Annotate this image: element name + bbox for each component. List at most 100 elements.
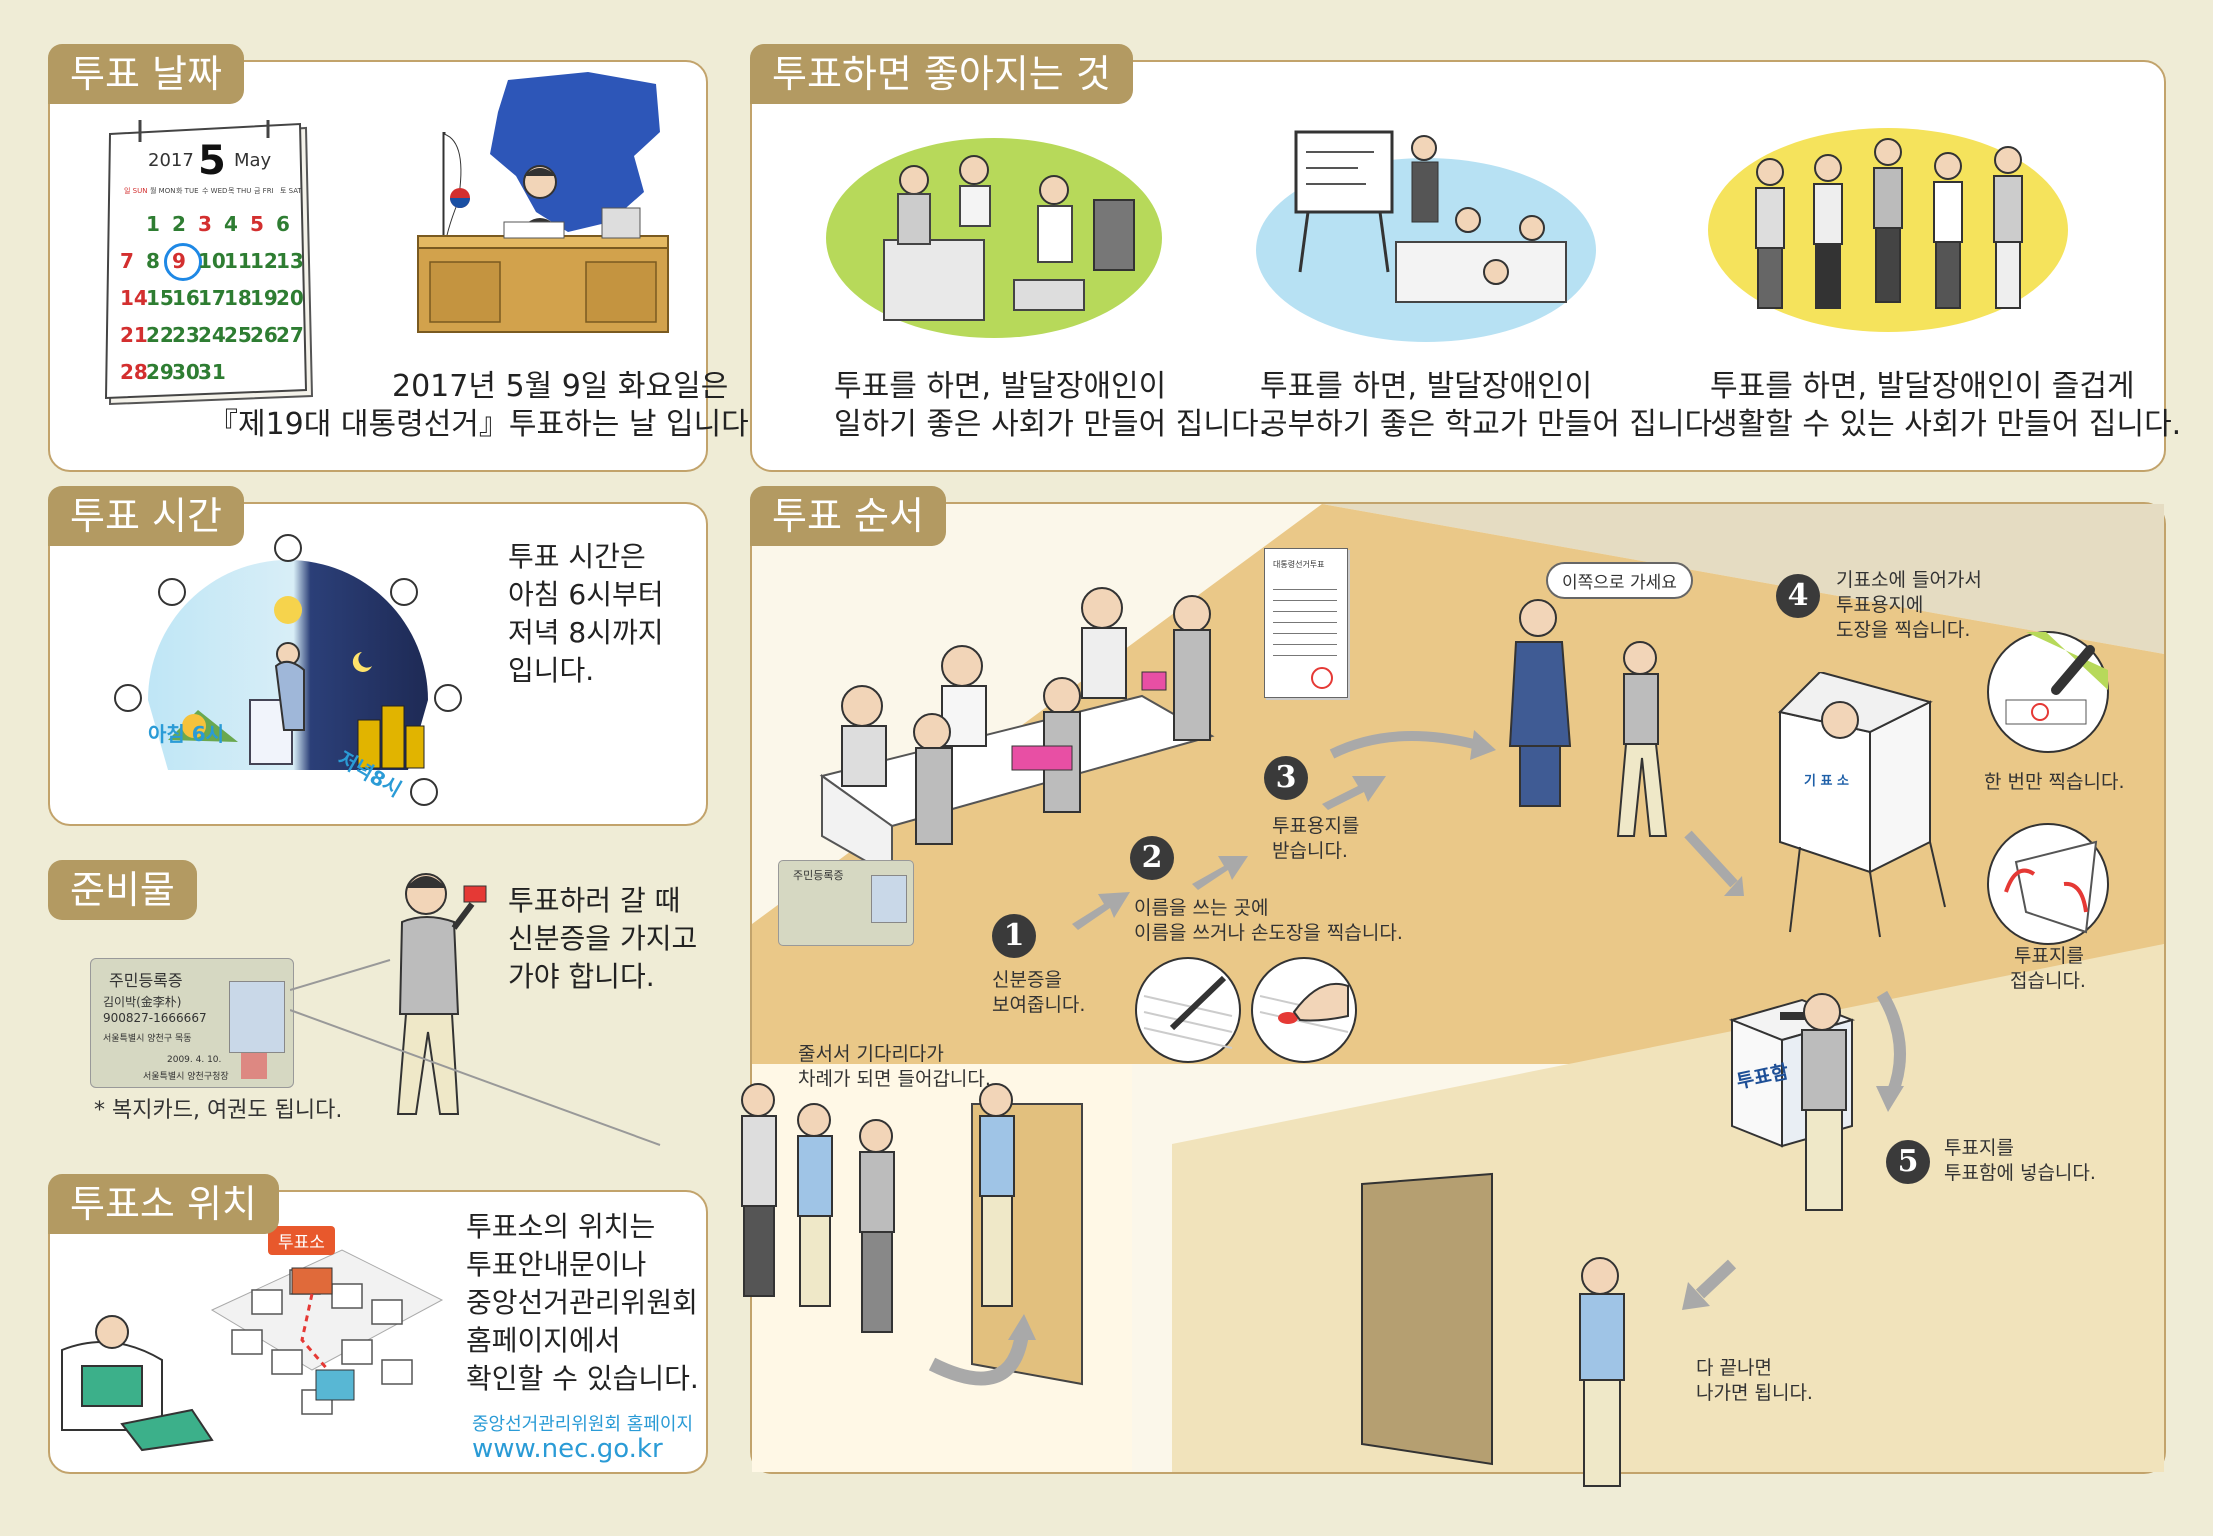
voter-at-box-illustration: [1801, 993, 1847, 1211]
exit-line-1: 다 끝나면: [1696, 1357, 1772, 1379]
calendar-day: 23: [172, 323, 200, 347]
id-card-name: 김이박(金李朴): [103, 995, 182, 1009]
step-4-line-2: 투표용지에: [1836, 594, 1924, 616]
booth-label: 기 표 소: [1804, 774, 1849, 789]
order-room-background: [752, 504, 2164, 1472]
benefit-2-line1: 투표를 하면, 발달장애인이: [1260, 369, 1593, 404]
calendar-weekday: 일 SUN: [124, 187, 148, 195]
step-1-line-2: 보여줍니다.: [992, 994, 1086, 1016]
step-4-line-3: 도장을 찍습니다.: [1836, 619, 1971, 641]
benefit-1-line2: 일하기 좋은 사회가 만들어 집니다.: [834, 407, 1269, 442]
calendar-day: 10: [198, 249, 226, 273]
calendar-weekday: 월 MON: [150, 187, 176, 195]
work-illustration: [826, 138, 1162, 338]
calendar-weekday: 수 WED: [202, 187, 228, 195]
calendar-month: 5: [198, 138, 226, 184]
ballot-seal: [1311, 667, 1333, 689]
id-card-title: 주민등록증: [109, 971, 183, 990]
reader-illustration: [61, 1315, 214, 1452]
step-5-badge: 5: [1886, 1140, 1930, 1184]
id-card-order-photo: [871, 875, 907, 923]
calendar-day: 13: [276, 249, 304, 273]
calendar-illustration: [104, 120, 314, 406]
guide-illustration: [1508, 599, 1668, 837]
calendar-day: 17: [198, 286, 226, 310]
ballot-sheet: 대통령선거투표: [1264, 548, 1348, 698]
exit-person-illustration: [1579, 1257, 1625, 1487]
calendar-weekday: 화 TUE: [176, 187, 199, 195]
loc-line-3: 중앙선거관리위원회: [466, 1286, 698, 1319]
calendar-day: 18: [224, 286, 252, 310]
loc-line-4: 홈페이지에서: [466, 1324, 621, 1357]
step-3-line-2: 받습니다.: [1272, 840, 1348, 862]
id-card-seal: [241, 1053, 267, 1079]
calendar-day: 16: [172, 286, 200, 310]
person-with-id-illustration: [396, 873, 487, 1115]
queue-line-1: 줄서서 기다리다가: [798, 1043, 944, 1065]
calendar-day: 26: [250, 323, 278, 347]
prep-line-3: 가야 합니다.: [508, 960, 655, 993]
exit-line-2: 나가면 됩니다.: [1696, 1382, 1813, 1404]
id-card-number: 900827-1666667: [103, 1011, 207, 1025]
flow-arrows: [928, 730, 1906, 1386]
voting-booth-illustration: [1778, 672, 1946, 938]
calendar-weekday: 금 FRI: [254, 187, 274, 195]
prep-note: * 복지카드, 여권도 됩니다.: [94, 1098, 343, 1123]
queue-line-2: 차례가 되면 들어갑니다.: [798, 1068, 991, 1090]
calendar-year: 2017: [148, 150, 194, 171]
thumbprint-circle: [1251, 957, 1357, 1063]
calendar-day: 22: [146, 323, 174, 347]
fold-ballot-circle: [1987, 823, 2109, 945]
speech-bubble: 이쪽으로 가세요: [1546, 562, 1693, 599]
life-illustration: [1708, 128, 2068, 332]
id-card-date: 2009. 4. 10.: [167, 1055, 222, 1065]
calendar-day: 2: [172, 212, 186, 236]
calendar-day: 8: [146, 249, 160, 273]
nec-url-link[interactable]: www.nec.go.kr: [472, 1434, 663, 1464]
president-desk-illustration: [417, 72, 669, 333]
step-3-badge: 3: [1264, 756, 1308, 800]
step-4-line-1: 기표소에 들어가서: [1836, 569, 1982, 591]
ballot-lines: [1273, 579, 1337, 657]
calendar-day: 25: [224, 323, 252, 347]
benefit-3-line2: 생활할 수 있는 사회가 만들어 집니다.: [1710, 407, 2182, 442]
step-1-badge: 1: [992, 914, 1036, 958]
stamp-once-circle: [1987, 631, 2109, 753]
map-illustration: [210, 1249, 444, 1415]
clock-arc-illustration: [114, 534, 462, 806]
time-line-2: 아침 6시부터: [508, 578, 664, 611]
label-morning: 아침 6시: [148, 722, 225, 746]
queue-people-illustration: [741, 1083, 1015, 1333]
ballot-title: 대통령선거투표: [1273, 560, 1325, 569]
id-card-addr: 서울특별시 양천구 목동: [103, 1034, 192, 1044]
step-2-line-2: 이름을 쓰거나 손도장을 찍습니다.: [1134, 922, 1403, 944]
benefit-3-line1: 투표를 하면, 발달장애인이 즐겁게: [1710, 369, 2135, 404]
registration-desk-illustration: [819, 587, 1215, 878]
loc-line-1: 투표소의 위치는: [466, 1210, 656, 1243]
calendar-day: 31: [198, 360, 226, 384]
calendar-day: 4: [224, 212, 238, 236]
benefit-2-line2: 공부하기 좋은 학교가 만들어 집니다.: [1260, 407, 1722, 442]
calendar-day: 6: [276, 212, 290, 236]
tab-benefits: 투표하면 좋아지는 것: [750, 44, 1133, 104]
calendar-day: 15: [146, 286, 174, 310]
step-5-line-1: 투표지를: [1944, 1137, 2014, 1159]
calendar-day: 19: [250, 286, 278, 310]
calendar-day: 28: [120, 360, 148, 384]
tab-vote-time: 투표 시간: [48, 486, 244, 546]
id-card-photo: [229, 981, 285, 1053]
tab-vote-date: 투표 날짜: [48, 44, 244, 104]
calendar-day: 24: [198, 323, 226, 347]
calendar-day: 7: [120, 249, 134, 273]
calendar-day: 1: [146, 212, 160, 236]
calendar-day: 27: [276, 323, 304, 347]
step-1-line-1: 신분증을: [992, 969, 1062, 991]
calendar-weekday: 목 THU: [228, 187, 252, 195]
id-card-small: 주민등록증 김이박(金李朴) 900827-1666667 서울특별시 양천구 …: [90, 958, 294, 1088]
map-tag: 투표소: [268, 1226, 335, 1255]
loc-line-5: 확인할 수 있습니다.: [466, 1362, 699, 1395]
tab-location: 투표소 위치: [48, 1174, 279, 1234]
time-line-4: 입니다.: [508, 654, 595, 687]
